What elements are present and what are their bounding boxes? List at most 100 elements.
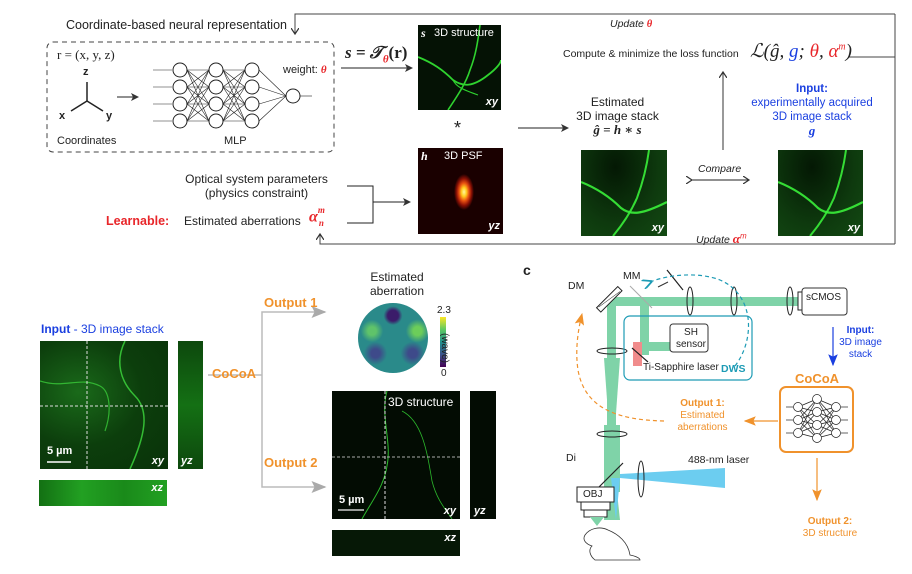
dm-mirror-icon	[595, 285, 623, 313]
axis-x-label: x	[59, 110, 66, 122]
mlp-output-edge	[258, 95, 287, 105]
sh-sensor-box	[669, 323, 709, 353]
inr-header: Coordinate-based neural representation	[66, 18, 287, 32]
mouse-icon	[583, 527, 641, 561]
cocoa-node	[812, 394, 822, 404]
aberration-feedback-arrow	[574, 312, 665, 422]
output-xy-view-label: xy	[443, 505, 456, 517]
input-xz-image: xz	[39, 480, 167, 506]
colorbar-unit: (wave)	[439, 333, 450, 364]
cocoa-node	[812, 407, 822, 417]
mlp-node	[172, 62, 188, 78]
structure-tag: s	[421, 26, 426, 40]
mlp-edge	[222, 69, 246, 105]
estimated-stack-image: xy	[581, 150, 667, 236]
mlp-output-edge	[258, 69, 287, 97]
update-theta-arrow	[295, 13, 895, 34]
inr-box	[46, 41, 335, 153]
mlp-node	[172, 79, 188, 95]
lens-icon	[596, 430, 628, 438]
ti-sapphire-beam	[633, 342, 642, 366]
mlp-node	[244, 62, 260, 78]
coordinates-label: Coordinates	[57, 135, 117, 147]
mlp-output-edge	[258, 95, 287, 122]
estimated-neuron-graphic	[581, 150, 667, 236]
mlp-label: MLP	[224, 135, 247, 147]
cocoa-node	[812, 420, 822, 430]
aberration-wavefront-map	[358, 303, 428, 373]
output1-label: Output 1	[264, 295, 318, 310]
dm-label: DM	[568, 280, 585, 292]
input-scale-bar: 5 µm	[47, 445, 73, 457]
scmos-camera-icon	[801, 287, 848, 316]
input-xy-image: 5 µm xy	[40, 341, 168, 469]
psf-view-label: yz	[488, 220, 500, 232]
update-theta-label: Update θ	[610, 18, 653, 30]
output-scale-bar: 5 µm	[339, 494, 365, 506]
convolution-symbol: *	[454, 118, 462, 138]
input-xy-view-label: xy	[151, 455, 164, 467]
output-xz-view-label: xz	[444, 532, 456, 544]
obj-label: OBJ	[583, 489, 603, 500]
loss-function: ℒ(ĝ, g; θ, αm)	[750, 41, 852, 62]
lens-icon	[637, 460, 645, 498]
mlp-node	[172, 113, 188, 129]
output-xy-neurons-graphic	[332, 391, 460, 519]
dws-box	[623, 315, 753, 381]
cocoa-node	[793, 415, 803, 425]
axis-z-label: z	[83, 66, 89, 78]
optical-setup-diagram	[574, 269, 854, 561]
estimated-aberrations-label: Estimated aberrations	[184, 214, 301, 228]
lens-icon	[686, 286, 694, 316]
estimated-view-label: xy	[651, 222, 664, 234]
scmos-beam	[700, 297, 785, 306]
cocoa-edge	[816, 406, 837, 439]
mlp-output-node	[285, 88, 301, 104]
mlp-edge	[222, 103, 246, 122]
update-alpha-label: Update αm	[696, 231, 747, 246]
mlp-node	[208, 62, 224, 78]
mlp-edge	[186, 103, 210, 122]
fold-mirror-icon	[666, 269, 684, 291]
loss-description: Compute & minimize the loss function	[563, 48, 739, 60]
mapping-equation: s = 𝒯θ(r)	[345, 43, 408, 66]
colorbar	[440, 317, 446, 367]
output-yz-view-label: yz	[474, 505, 486, 517]
mlp-edge	[222, 86, 246, 122]
panel-c-letter: c	[523, 262, 531, 278]
update-alpha-arrow	[320, 234, 895, 245]
di-label: Di	[566, 452, 576, 464]
lens-icon	[786, 286, 794, 316]
input-yz-image: yz	[178, 341, 203, 469]
output-xz-image: xz	[332, 530, 460, 556]
scmos-label: sCMOS	[806, 292, 841, 303]
learnable-label: Learnable:	[106, 214, 170, 228]
colorbar-max: 2.3	[437, 305, 451, 316]
coordinate-axes-icon	[70, 82, 104, 112]
di-mirror-icon	[594, 462, 624, 492]
compare-label: Compare	[698, 163, 742, 175]
input-yz-view-label: yz	[181, 455, 193, 467]
cocoa-title: CoCoA	[795, 371, 840, 386]
filter-icon	[797, 291, 803, 311]
input-stack-title: Input - 3D image stack	[41, 322, 164, 336]
input-xy-neurons-graphic	[40, 341, 168, 469]
lens-icon	[596, 347, 628, 355]
mlp-node	[172, 96, 188, 112]
input-stack-image: xy	[778, 150, 863, 236]
mlp-output-edge	[258, 86, 287, 97]
mlp-node	[244, 79, 260, 95]
input-neuron-graphic	[778, 150, 863, 236]
weight-label: weight: θ	[283, 64, 327, 76]
alpha-symbol: αmn	[309, 205, 325, 228]
mm-mirror-icon	[629, 285, 653, 309]
output-yz-image: yz	[470, 391, 496, 519]
axis-y-label: y	[106, 110, 113, 122]
dws-label: DWS	[721, 363, 746, 375]
